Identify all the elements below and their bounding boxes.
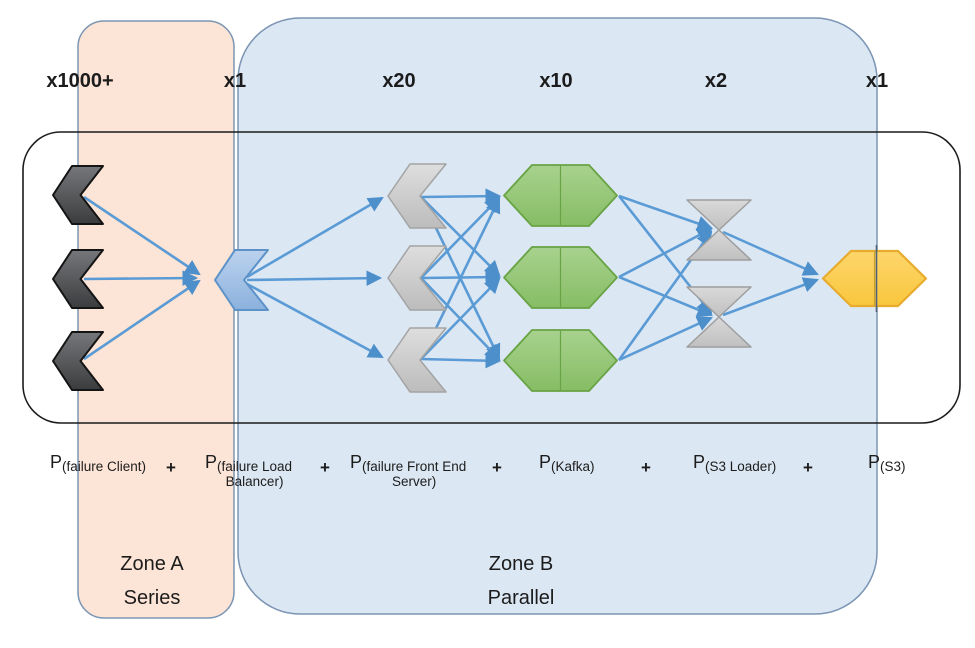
zone-a-name: Zone A <box>120 553 184 575</box>
s3-loader-node <box>686 286 752 318</box>
multiplicity-label-s3loader: x2 <box>704 70 728 92</box>
p-term-kafka: P(Kafka) <box>539 452 595 474</box>
flow-arrows-frontend-to-kafka <box>419 188 502 369</box>
zone-a-region <box>77 20 235 619</box>
load-balancer-node <box>214 249 269 311</box>
plus-operator: + <box>320 458 330 477</box>
plus-operator: + <box>803 458 813 477</box>
plus-operator: + <box>492 458 502 477</box>
multiplicity-label-loadbalancer: x1 <box>223 70 247 92</box>
client-node <box>52 249 104 309</box>
zone-b-mode: Parallel <box>487 587 555 609</box>
multiplicity-label-kafka: x10 <box>539 70 573 92</box>
front-end-nodes <box>387 163 447 393</box>
pipeline-band <box>22 131 961 424</box>
client-node <box>52 165 104 225</box>
s3-node <box>821 249 928 308</box>
p-term-s3: P(S3) <box>868 452 906 474</box>
plus-operator: + <box>166 458 176 477</box>
s3-loader-node <box>686 229 752 261</box>
client-node <box>52 331 104 391</box>
p-term-failure-client: P(failure Client) <box>50 452 147 474</box>
s3-loader-nodes <box>686 199 752 348</box>
s3-loader-node <box>686 199 752 231</box>
front-end-node <box>387 163 447 229</box>
zone-b-label: Zone B Parallel <box>488 547 555 615</box>
zone-b-name: Zone B <box>488 553 554 575</box>
front-end-node <box>387 327 447 393</box>
multiplicity-label-frontend: x20 <box>382 70 416 92</box>
plus-operator: + <box>641 458 651 477</box>
kafka-nodes <box>503 164 618 392</box>
flow-arrows-s3loader-to-s3 <box>722 230 819 317</box>
flow-arrows-clients-to-lb <box>83 195 201 361</box>
p-term-s3-loader: P(S3 Loader) <box>693 452 777 474</box>
front-end-node <box>387 245 447 311</box>
zone-b-region <box>237 17 878 615</box>
flow-arrows-lb-to-frontend <box>246 196 384 359</box>
multiplicity-label-client: x1000+ <box>46 70 114 92</box>
multiplicity-label-s3: x1 <box>865 70 889 92</box>
s3-loader-node <box>686 316 752 348</box>
zone-a-mode: Series <box>123 587 181 609</box>
client-nodes <box>52 165 104 391</box>
zone-a-label: Zone A Series <box>120 547 183 615</box>
